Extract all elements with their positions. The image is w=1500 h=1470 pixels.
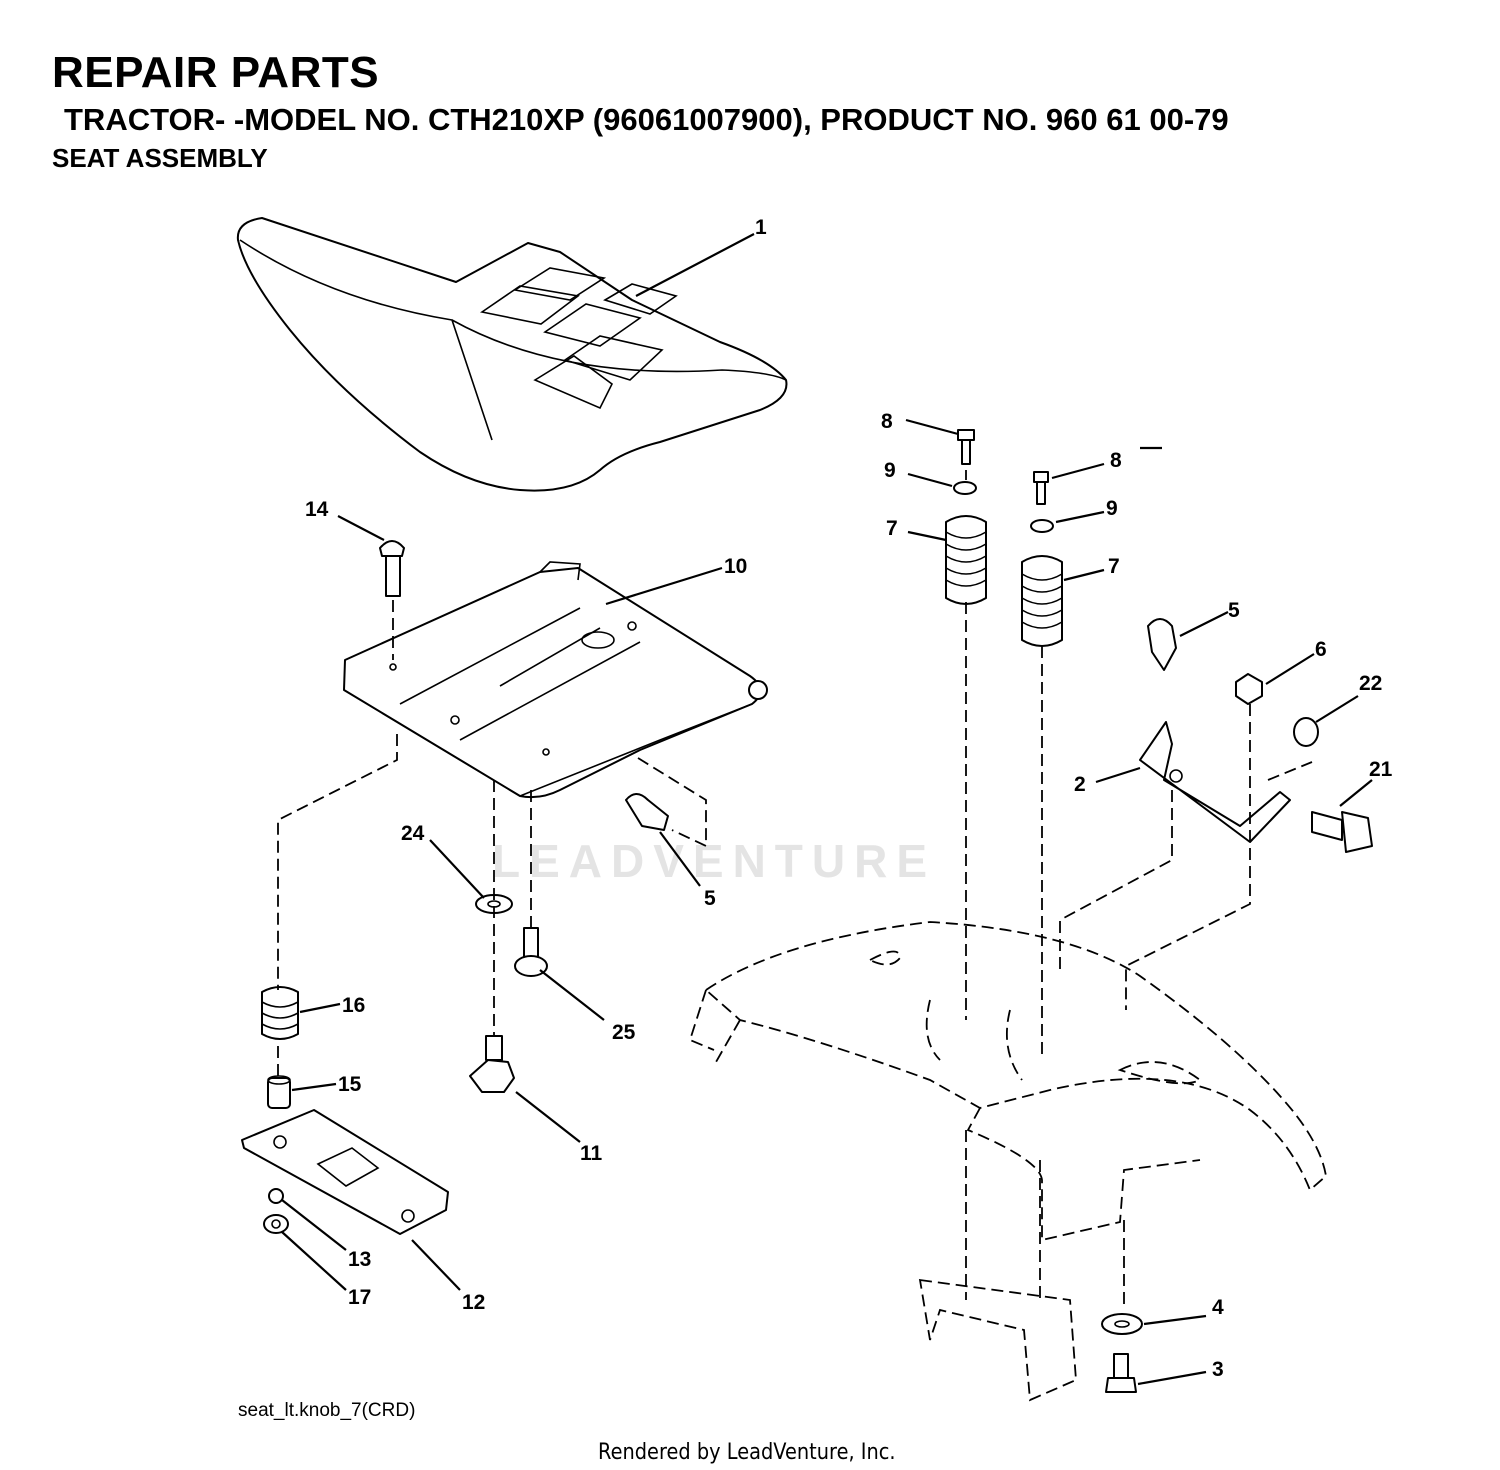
figure-id: seat_lt.knob_7(CRD)	[238, 1400, 416, 1421]
clip-5-left-part[interactable]	[625, 793, 669, 831]
nut-22-part[interactable]	[1293, 717, 1319, 747]
callout-8-right: 8	[1110, 449, 1122, 472]
callout-12: 12	[462, 1291, 485, 1314]
callout-7-right: 7	[1108, 555, 1120, 578]
model-subtitle: TRACTOR- -MODEL NO. CTH210XP (9606100790…	[64, 102, 1229, 137]
assembly-lines	[277, 470, 1313, 1310]
callout-3: 3	[1212, 1358, 1224, 1381]
callout-25: 25	[612, 1021, 636, 1044]
callout-15: 15	[338, 1073, 362, 1096]
washer-9-left-part[interactable]	[953, 481, 977, 495]
knob-part[interactable]	[469, 1035, 515, 1093]
watermark-text: LEADVENTURE	[492, 835, 937, 887]
seat-pan-part[interactable]	[343, 561, 768, 799]
page-title: REPAIR PARTS	[52, 48, 380, 97]
callout-14: 14	[305, 498, 329, 521]
callout-8-left: 8	[881, 410, 893, 433]
callout-6: 6	[1315, 638, 1327, 661]
bolt-8-left-part[interactable]	[957, 429, 975, 465]
washer-9-right-part[interactable]	[1030, 519, 1054, 533]
fender-outline	[688, 921, 1327, 1402]
callout-1: 1	[755, 216, 767, 239]
clip-5-right-part[interactable]	[1147, 618, 1177, 671]
seat-part[interactable]	[236, 217, 788, 492]
callout-21: 21	[1369, 758, 1393, 781]
spacer-15-part[interactable]	[267, 1075, 291, 1109]
bolt-21-part[interactable]	[1311, 811, 1373, 853]
callout-5-right: 5	[1228, 599, 1240, 622]
nut-17-part[interactable]	[263, 1214, 289, 1234]
bolt-25-part[interactable]	[514, 927, 548, 977]
callout-9-left: 9	[884, 459, 896, 482]
bolt-3-part[interactable]	[1105, 1353, 1137, 1393]
callout-13: 13	[348, 1248, 371, 1271]
footer-credit: Rendered by LeadVenture, Inc.	[598, 1440, 896, 1465]
callout-22: 22	[1359, 672, 1382, 695]
spring-16-part[interactable]	[261, 986, 299, 1040]
callout-16: 16	[342, 994, 365, 1017]
leader-lines	[281, 233, 1373, 1386]
spring-7-left-part[interactable]	[945, 515, 987, 605]
callout-7-left: 7	[886, 517, 898, 540]
callout-2: 2	[1074, 773, 1086, 796]
callout-5-left: 5	[704, 887, 716, 910]
spring-7-right-part[interactable]	[1021, 555, 1063, 647]
callout-4: 4	[1212, 1296, 1224, 1319]
callout-9-right: 9	[1106, 497, 1118, 520]
callout-24: 24	[401, 822, 425, 845]
callout-17: 17	[348, 1286, 371, 1309]
bolt-8-right-part[interactable]	[1033, 471, 1049, 505]
callout-10: 10	[724, 555, 747, 578]
bracket-2-part[interactable]	[1139, 721, 1291, 843]
slide-plate-part[interactable]	[241, 1109, 449, 1235]
section-title: SEAT ASSEMBLY	[52, 143, 268, 173]
callout-11: 11	[580, 1142, 603, 1165]
nut-13-part[interactable]	[268, 1188, 284, 1204]
washer-4-part[interactable]	[1101, 1313, 1143, 1335]
nut-6-part[interactable]	[1235, 673, 1263, 705]
carriage-bolt-part[interactable]	[379, 540, 405, 597]
